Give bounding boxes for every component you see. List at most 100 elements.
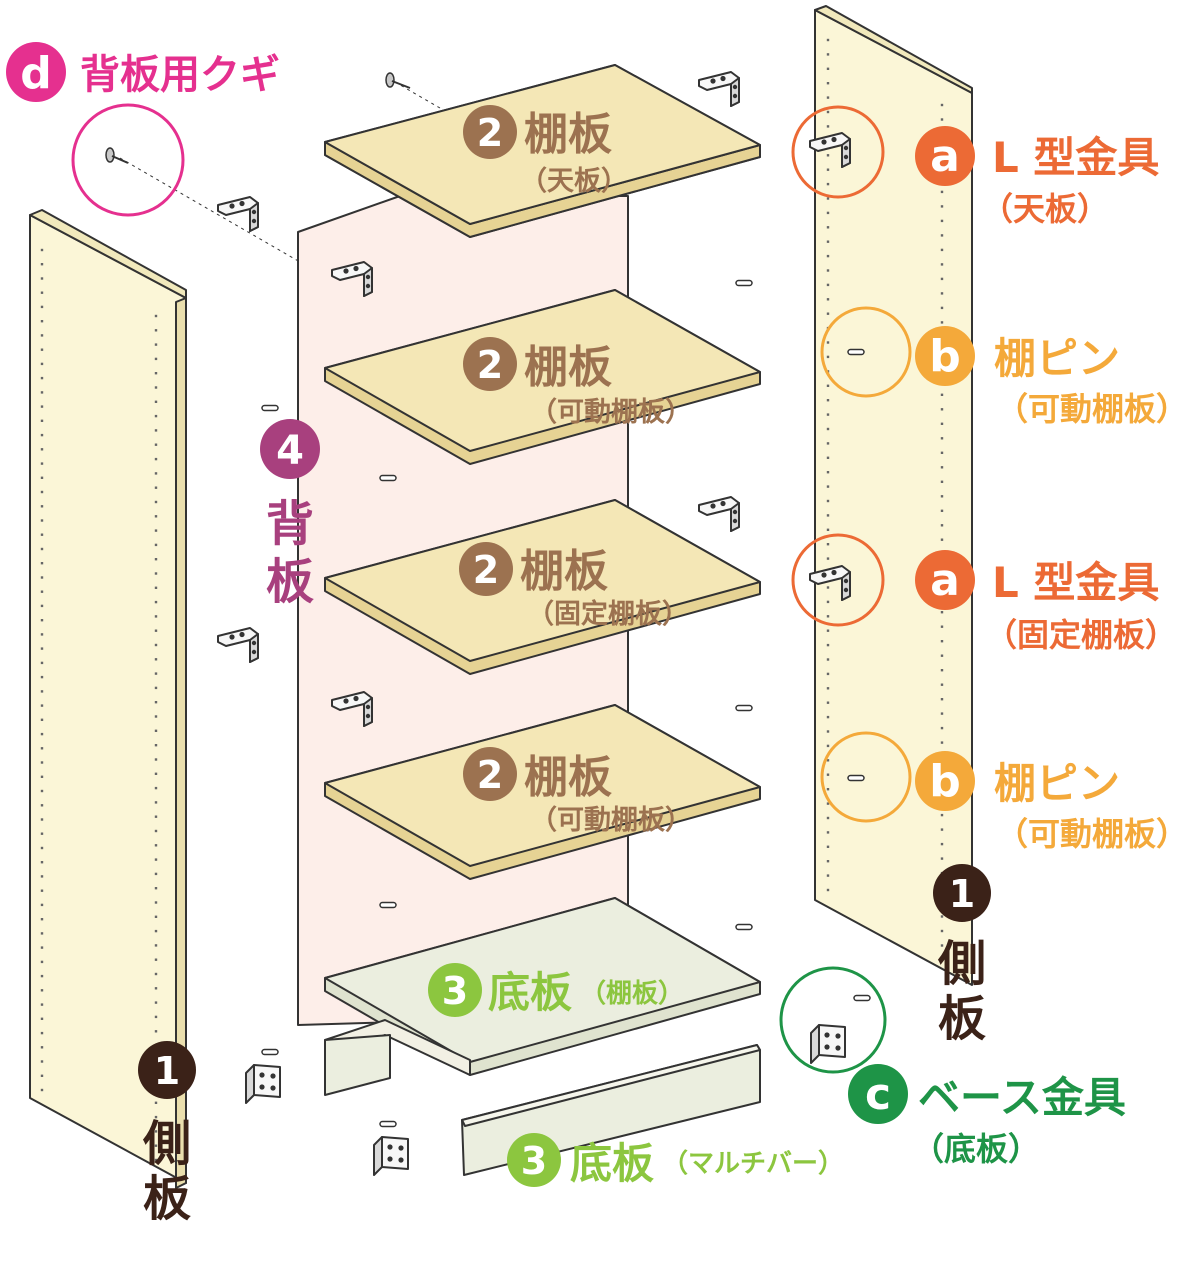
label-multi-bar: 3 底板 （マルチバー） <box>507 1133 844 1188</box>
label-right-side-panel: 1 側 板 <box>933 864 991 1047</box>
pin-hole <box>154 572 158 575</box>
pin-hole <box>154 615 158 618</box>
label-c: c ベース金具 （底板） <box>848 1064 1126 1168</box>
pin-hole <box>826 860 830 863</box>
pin-hole <box>40 633 44 636</box>
svg-text:（天板）: （天板） <box>520 166 628 197</box>
pin-hole <box>154 558 158 561</box>
svg-text:c: c <box>865 1069 891 1120</box>
pin-hole <box>154 629 158 632</box>
pin-hole <box>154 944 158 947</box>
pin-hole <box>154 1115 158 1119</box>
pin-hole <box>826 788 830 791</box>
pin-hole <box>826 269 830 272</box>
pin-hole <box>826 125 830 128</box>
label-shelf-top: 2 棚板 （天板） <box>463 105 628 197</box>
svg-text:ベース金具: ベース金具 <box>918 1073 1126 1122</box>
pin-hole <box>40 519 44 522</box>
pin-hole <box>154 357 158 361</box>
svg-text:2: 2 <box>473 548 499 592</box>
pin-hole <box>826 773 830 776</box>
svg-text:2: 2 <box>477 343 503 387</box>
svg-text:底板: 底板 <box>488 968 572 1017</box>
pin-hole <box>826 283 830 287</box>
pin-hole <box>154 729 158 732</box>
svg-text:1: 1 <box>949 872 975 916</box>
pin-hole <box>940 219 944 223</box>
pin-hole <box>40 647 44 650</box>
pin-hole <box>40 903 44 907</box>
pin-hole <box>40 1046 44 1049</box>
pin-hole <box>826 67 830 70</box>
pin-hole <box>40 405 44 408</box>
label-shelf-movable-1: 2 棚板 （可動棚板） <box>463 337 692 428</box>
svg-text:L 型金具: L 型金具 <box>992 133 1159 182</box>
pin-hole <box>940 393 944 396</box>
pin-hole <box>40 861 44 864</box>
svg-text:背板用クギ: 背板用クギ <box>80 52 280 98</box>
pin-hole <box>40 974 44 978</box>
bracket-a-top-highlight <box>791 105 885 199</box>
pin-hole <box>826 254 830 258</box>
pin-hole <box>40 918 44 921</box>
svg-text:b: b <box>929 756 961 807</box>
pin-hole <box>826 687 830 690</box>
pin-hole <box>40 547 44 551</box>
pin-hole <box>40 932 44 935</box>
pin-hole <box>40 348 44 351</box>
pin-hole <box>40 604 44 608</box>
pin-hole <box>40 590 44 593</box>
pin-hole <box>40 960 44 964</box>
pin-hole <box>40 946 44 949</box>
pin-hole <box>940 958 944 962</box>
pin-hole <box>40 562 44 565</box>
pin-hole <box>40 1017 44 1020</box>
pin-b2-highlight <box>820 731 912 823</box>
pin-hole <box>154 915 158 918</box>
label-back-panel: 4 背 板 <box>260 419 320 610</box>
pin-hole <box>826 831 830 834</box>
pin-hole <box>154 600 158 604</box>
pin-hole <box>826 211 830 215</box>
pin-hole <box>154 701 158 704</box>
pin-hole <box>154 400 158 403</box>
pin-hole <box>40 334 44 337</box>
pin-hole <box>40 490 44 494</box>
base-c-highlight <box>779 966 887 1074</box>
pin-hole <box>154 372 158 375</box>
pin-hole <box>40 846 44 850</box>
pin-hole <box>40 291 44 294</box>
pin-hole <box>826 643 830 647</box>
pin-hole <box>40 1031 44 1035</box>
pin-hole <box>154 500 158 504</box>
svg-text:棚板: 棚板 <box>524 109 612 160</box>
pin-hole <box>826 744 830 748</box>
pin-hole <box>826 672 830 676</box>
pin-hole <box>940 451 944 454</box>
pin-hole <box>940 625 944 628</box>
pin-hole <box>826 53 830 56</box>
pin-hole <box>940 524 944 527</box>
pin-hole <box>826 197 830 200</box>
pin-hole <box>40 433 44 437</box>
pin-hole <box>940 408 944 411</box>
bottom-board <box>324 897 761 1076</box>
base-bar-left <box>324 1019 471 1096</box>
pin-hole <box>154 801 158 804</box>
pin-hole <box>40 533 44 536</box>
pin-hole <box>940 509 944 512</box>
pin-hole <box>40 832 44 835</box>
pin-hole <box>154 1144 158 1147</box>
right-side-panel <box>814 5 973 986</box>
shelf-fixed <box>324 499 761 675</box>
pin-hole <box>826 96 830 99</box>
label-d: d 背板用クギ <box>6 42 280 102</box>
pin-hole <box>826 543 830 546</box>
pin-hole <box>826 384 830 387</box>
pin-hole <box>826 312 830 315</box>
shelf-top-board <box>324 64 761 238</box>
pin-hole <box>154 429 158 432</box>
svg-text:（可動棚板）: （可動棚板） <box>996 815 1188 853</box>
pin-hole <box>40 675 44 679</box>
pin-hole <box>154 529 158 532</box>
